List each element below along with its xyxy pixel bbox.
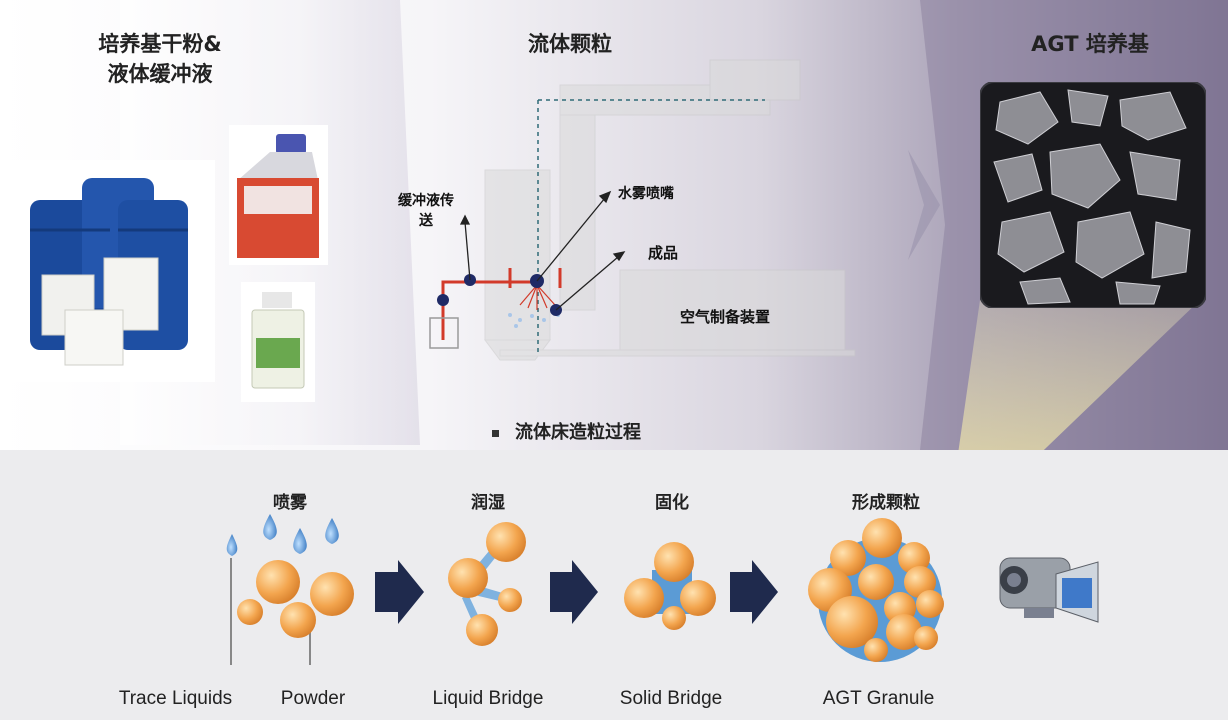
agt-granule-icon xyxy=(808,518,944,662)
powder-particle-icon xyxy=(237,560,354,638)
caption-trace-liquids: Trace Liquids xyxy=(118,688,233,709)
process-graphic xyxy=(226,514,944,665)
chevron-arrow-icon xyxy=(908,150,940,260)
buffer-line1: 缓冲液传 xyxy=(398,193,454,209)
step-wetting-title: 润湿 xyxy=(471,493,505,513)
solid-bridge-icon xyxy=(624,542,716,630)
caption-powder: Powder xyxy=(280,688,346,709)
col2-title: 流体颗粒 xyxy=(528,32,612,56)
video-camera-icon[interactable] xyxy=(994,548,1106,632)
sem-granule-image xyxy=(980,82,1206,308)
nozzle-label: 水雾喷嘴 xyxy=(618,186,674,202)
white-bucket-icon xyxy=(41,257,159,366)
buffer-line2: 送 xyxy=(419,213,433,229)
buffer-transfer-label: 缓冲液传 送 xyxy=(386,190,466,230)
step-granule-title: 形成颗粒 xyxy=(852,493,920,513)
pump-marker xyxy=(437,294,449,306)
red-media-bottle-icon xyxy=(229,125,328,265)
col1-title-line2: 液体缓冲液 xyxy=(107,62,213,86)
step-spray-title: 喷雾 xyxy=(273,493,307,513)
bullet-icon xyxy=(492,429,499,437)
step-arrow-icon xyxy=(375,560,778,624)
fluid-bed-diagram xyxy=(429,59,856,361)
col1-title: 培养基干粉& 液体缓冲液 xyxy=(60,28,260,88)
caption-liquid-bridge: Liquid Bridge xyxy=(432,688,544,709)
air-unit-label: 空气制备装置 xyxy=(680,308,771,326)
product-label: 成品 xyxy=(648,244,679,262)
step-solidify-title: 固化 xyxy=(655,493,689,513)
col1-title-line1: 培养基干粉& xyxy=(98,32,222,56)
col3-title: AGT 培养基 xyxy=(1031,32,1149,56)
water-drop-icon xyxy=(226,514,339,665)
process-title: 流体床造粒过程 xyxy=(492,418,641,444)
caption-solid-bridge: Solid Bridge xyxy=(619,688,723,709)
caption-agt-granule: AGT Granule xyxy=(822,688,935,709)
liquid-bridge-icon xyxy=(448,522,526,646)
process-title-text: 流体床造粒过程 xyxy=(515,422,641,443)
product-photos xyxy=(0,125,328,402)
small-bottle-icon xyxy=(241,282,315,402)
